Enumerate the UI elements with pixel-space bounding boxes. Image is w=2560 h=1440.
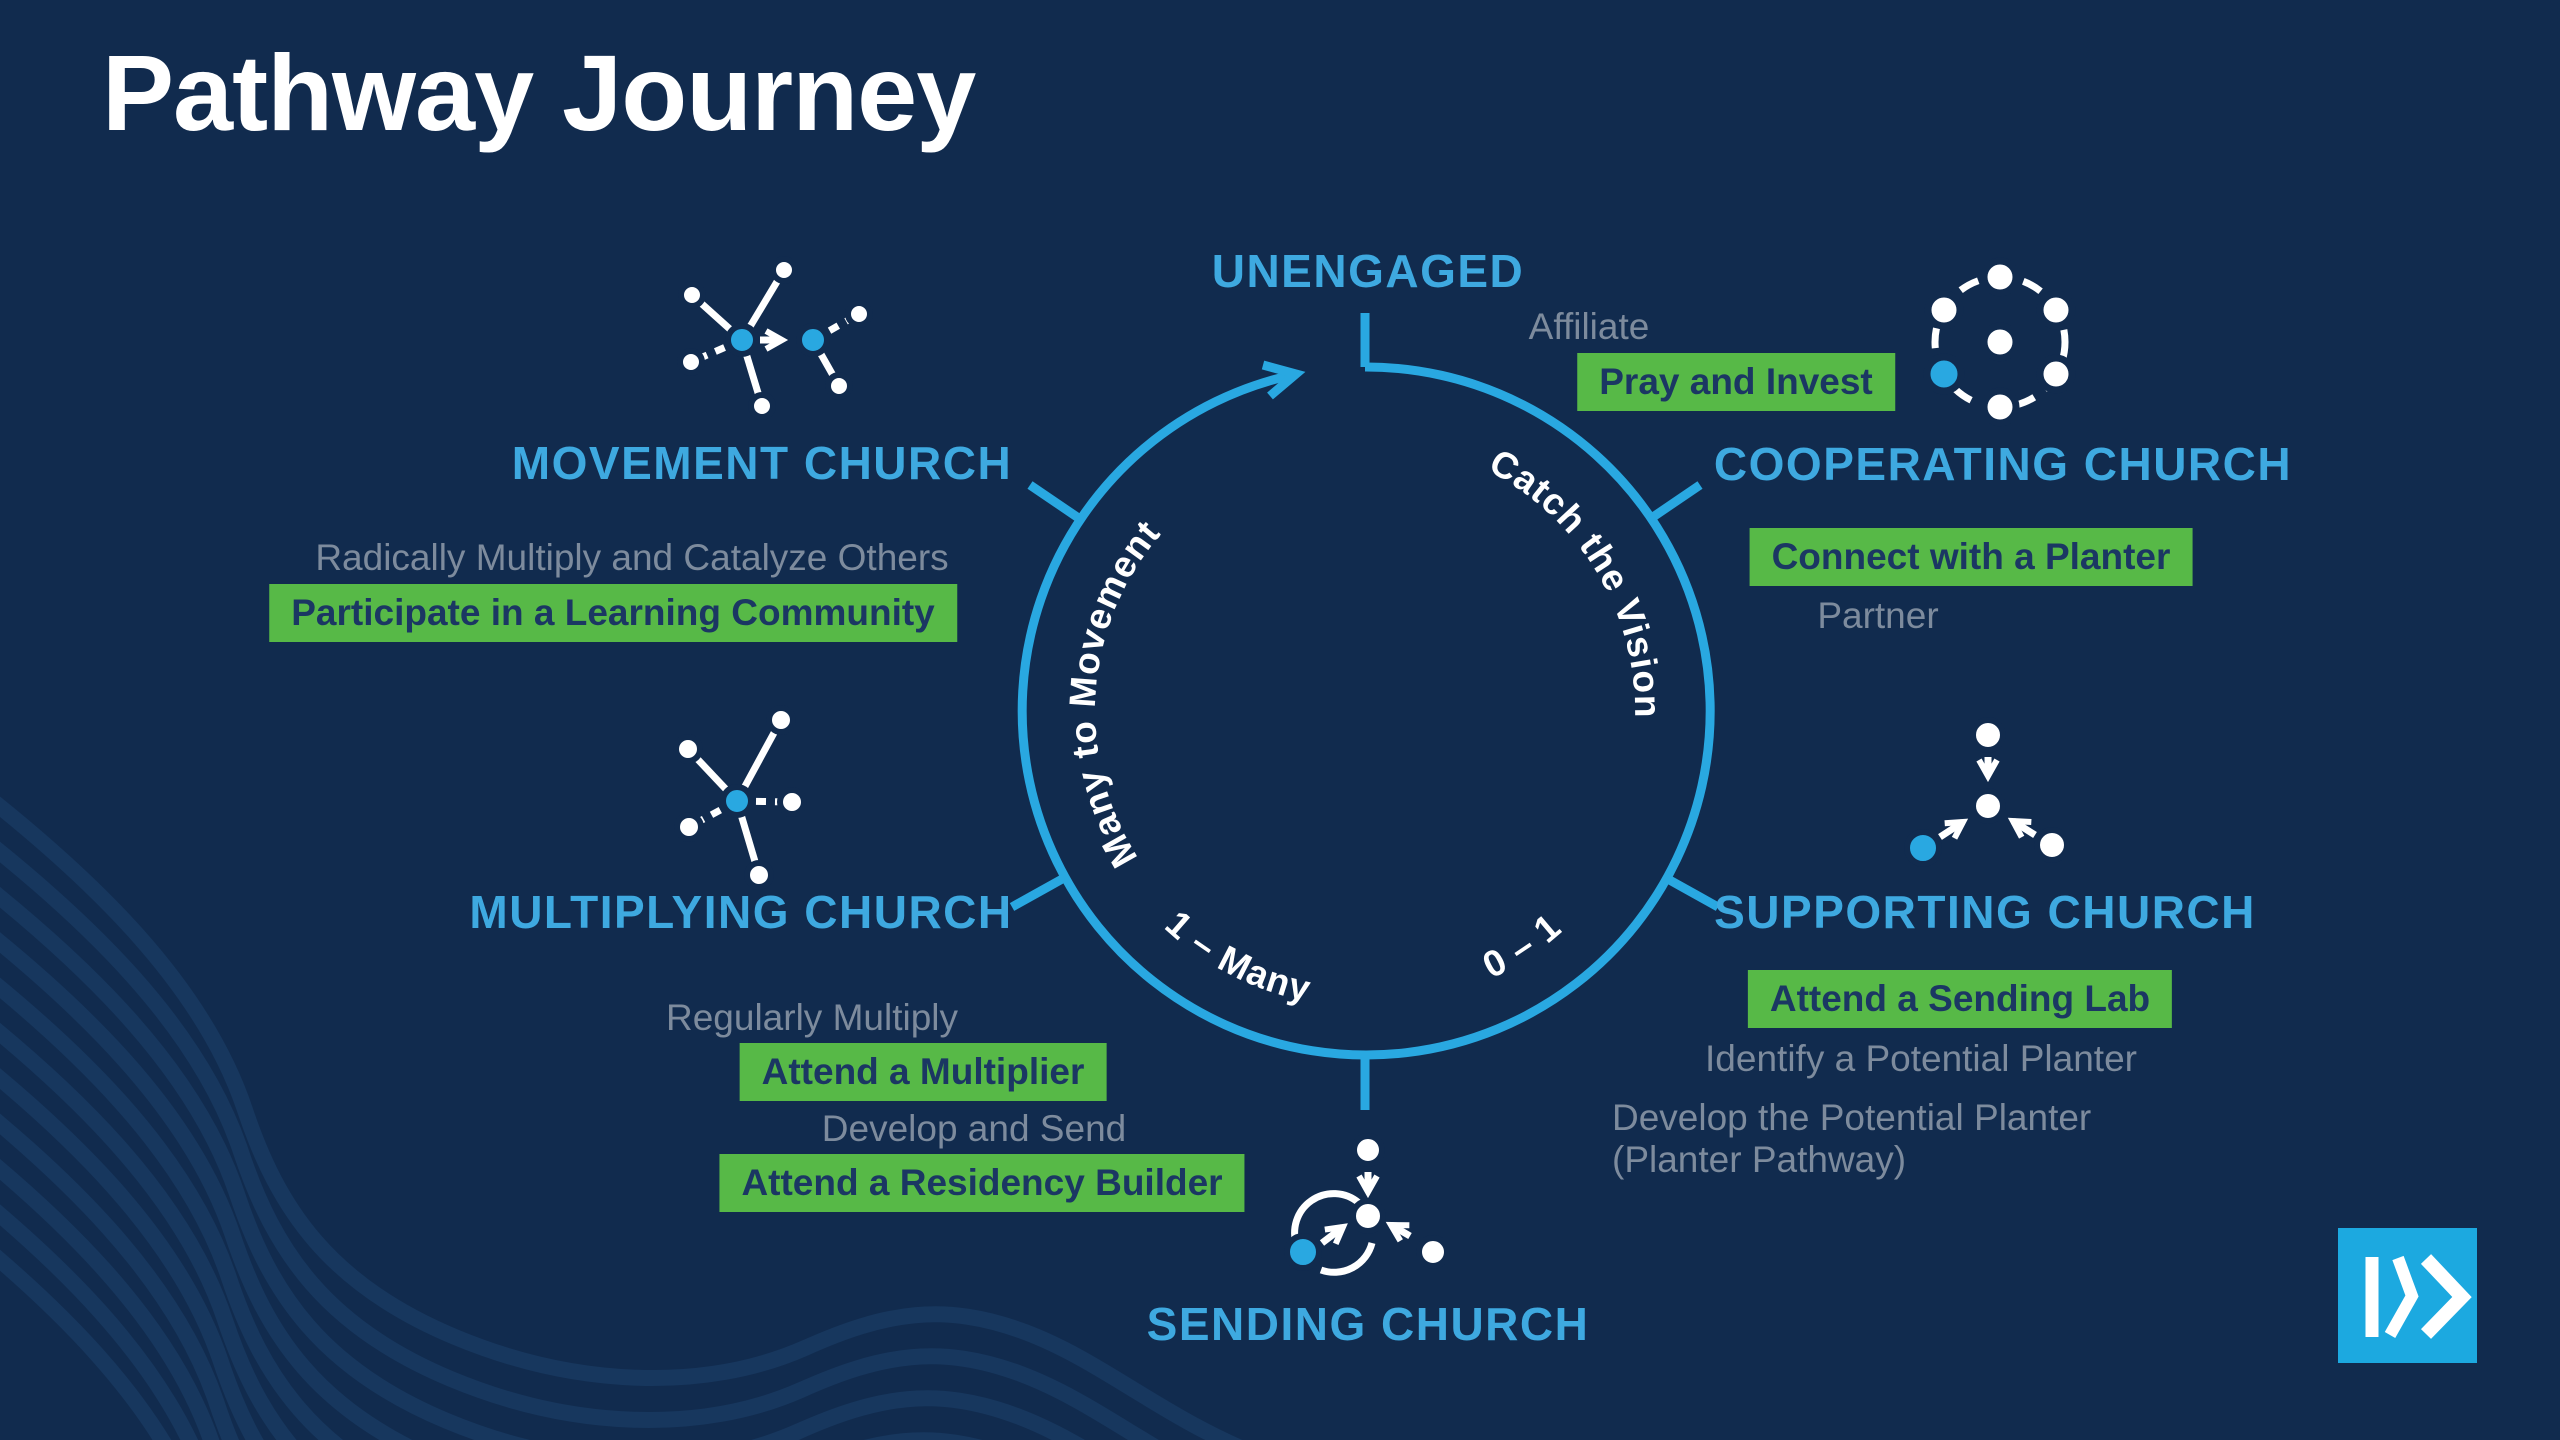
cooperating-step-partner: Partner [1817, 595, 1939, 636]
tick-movement [1027, 481, 1083, 523]
cycle-arc [1017, 362, 1715, 1060]
unengaged-action-badge: Pray and Invest [1577, 353, 1895, 411]
node-dot [674, 812, 704, 842]
node-dot [1980, 322, 2020, 362]
node-dot [1351, 1133, 1385, 1167]
node-dot [2036, 354, 2076, 394]
node-dot [2034, 827, 2070, 863]
node-dot [1980, 387, 2020, 427]
node-dot [748, 392, 776, 420]
node-dot [677, 348, 705, 376]
node-dot-blue [1923, 353, 1965, 395]
node-dot-blue [1904, 829, 1942, 867]
node-dot [770, 256, 798, 284]
movement-action-badge: Participate in a Learning Community [269, 584, 957, 642]
page-title: Pathway Journey [102, 32, 976, 153]
stage-label-unengaged: UNENGAGED [1211, 245, 1525, 297]
multiplying-step-regularly: Regularly Multiply [666, 997, 958, 1038]
supporting-action-badge: Attend a Sending Lab [1747, 970, 2173, 1028]
cycle-label-one-to-many: 1 – Many [1158, 903, 1315, 1010]
multiplying-step-develop-send: Develop and Send [821, 1108, 1127, 1149]
supporting-church-icon [1904, 717, 2070, 867]
supporting-step-identify: Identify a Potential Planter [1705, 1038, 2137, 1079]
node-dot [1970, 788, 2006, 824]
cycle-circle [1009, 313, 1721, 1110]
stage-label-multiplying: MULTIPLYING CHURCH [469, 886, 1013, 938]
tick-cooperating [1647, 481, 1703, 523]
node-dot [1970, 717, 2006, 753]
sending-church-icon [1284, 1133, 1450, 1276]
cooperating-action-badge: Connect with a Planter [1749, 528, 2193, 586]
supporting-step-develop: Develop the Potential Planter (Planter P… [1612, 1097, 2092, 1180]
node-dot [845, 300, 873, 328]
node-dot [1416, 1235, 1450, 1269]
hub-dot-blue [720, 784, 754, 818]
cycle-arrowhead-icon [1261, 360, 1306, 400]
node-dot [678, 281, 706, 309]
logo-chevron-small [2384, 1255, 2419, 1338]
stage-label-sending: SENDING CHURCH [1146, 1298, 1590, 1350]
node-dot [673, 734, 703, 764]
cooperating-church-icon [1923, 257, 2076, 427]
node-dot [2036, 290, 2076, 330]
tick-multiplying [1009, 874, 1067, 911]
multiplying-action-badge-residency: Attend a Residency Builder [719, 1154, 1245, 1212]
multiplying-church-icon [673, 705, 807, 890]
node-dot [766, 705, 796, 735]
hub-dot-blue [725, 323, 759, 357]
node-dot [1980, 257, 2020, 297]
logo-chevron-large [2420, 1254, 2472, 1339]
hub-dot-blue [796, 323, 830, 357]
cycle-label-zero-to-one: 0 – 1 [1476, 905, 1569, 986]
tick-supporting [1663, 874, 1721, 911]
movement-church-icon [677, 256, 873, 420]
stage-label-cooperating: COOPERATING CHURCH [1713, 438, 2293, 490]
node-dot [777, 787, 807, 817]
node-dot [1350, 1198, 1386, 1234]
node-dot-blue [1284, 1233, 1322, 1271]
node-dot [1924, 290, 1964, 330]
multiplying-action-badge-multiplier: Attend a Multiplier [739, 1043, 1107, 1101]
node-dot [744, 860, 774, 890]
brand-logo [2338, 1228, 2477, 1363]
stage-label-supporting: SUPPORTING CHURCH [1714, 886, 2256, 938]
unengaged-step-affiliate: Affiliate [1528, 306, 1650, 347]
stage-label-movement: MOVEMENT CHURCH [511, 437, 1013, 489]
cycle-label-many-to-movement: Many to Movement [1062, 512, 1168, 874]
movement-step-radically: Radically Multiply and Catalyze Others [315, 537, 949, 578]
node-dot [825, 372, 853, 400]
cycle-label-catch-the-vision: Catch the Vision [1483, 441, 1668, 719]
